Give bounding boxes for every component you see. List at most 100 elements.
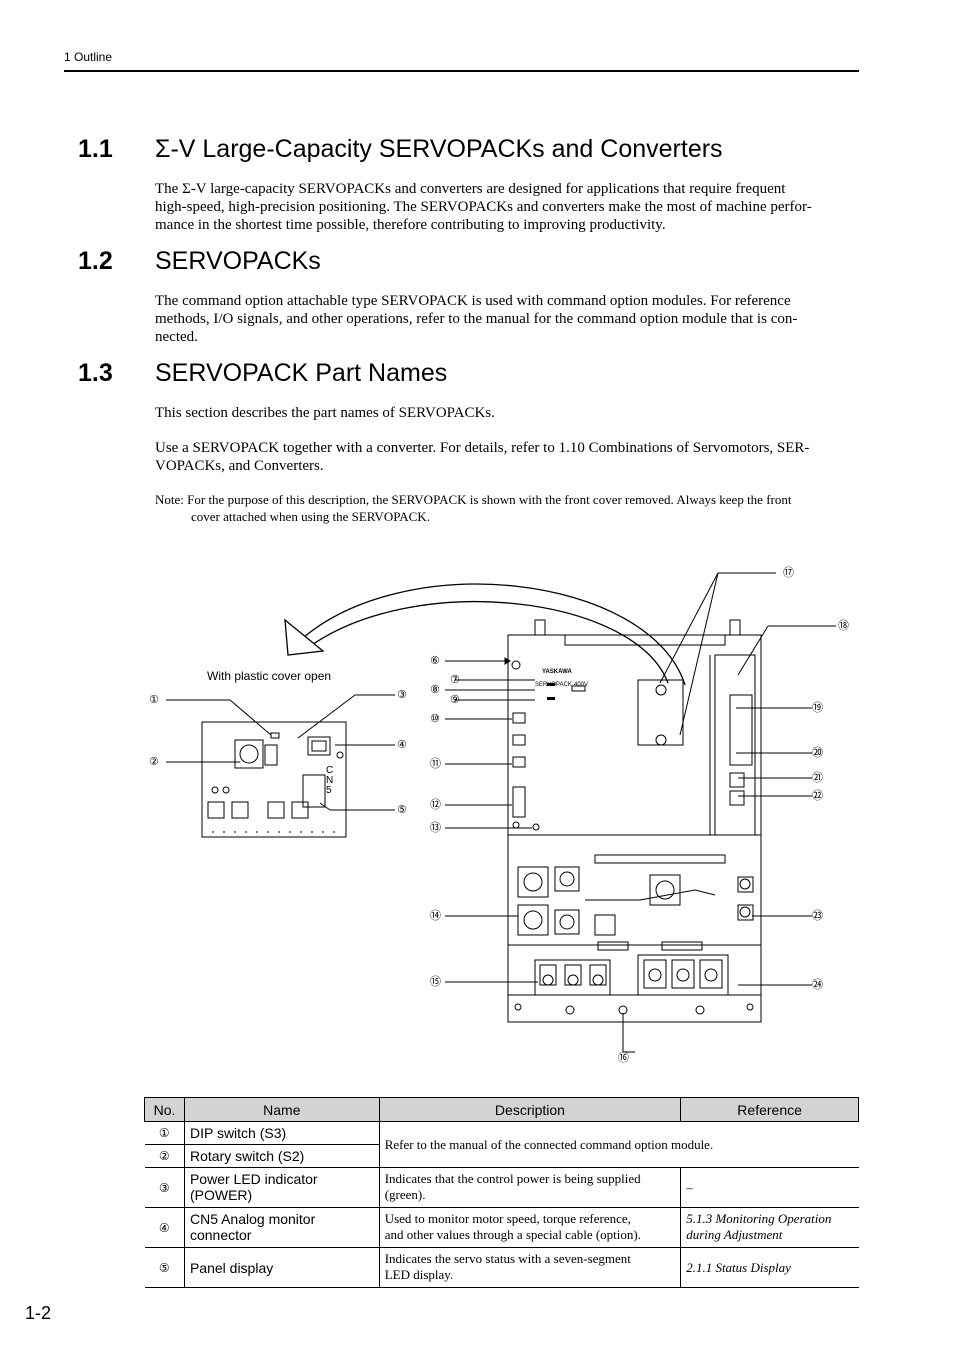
- curved-arrow: [294, 583, 686, 686]
- running-header: 1 Outline: [64, 50, 113, 64]
- reference-link[interactable]: 5.1.3 Monitoring Operation: [686, 1211, 832, 1226]
- cell-line: and other values through a special cable…: [384, 1227, 641, 1242]
- cell-no: ⑤: [144, 1247, 185, 1288]
- callout-8: ⑧: [430, 683, 440, 696]
- cell-line: (green).: [384, 1187, 426, 1202]
- callout-12: ⑫: [430, 798, 441, 811]
- callout-17: ⑰: [783, 566, 794, 579]
- callout-22: ㉒: [812, 789, 823, 802]
- cover-panel: [201, 721, 347, 838]
- servopack-drawing: YASKAWA SERVOPACK 400V: [166, 572, 836, 1053]
- cell-line: Power LED indicator: [189, 1171, 318, 1187]
- callout-4: ④: [397, 738, 407, 751]
- section-number: 1.3: [78, 359, 113, 387]
- paragraph-line: This section describes the part names of…: [155, 405, 495, 421]
- col-header-description: Description: [378, 1097, 682, 1122]
- cell-line: Indicates that the control power is bein…: [384, 1171, 641, 1186]
- cell-reference: –: [680, 1167, 859, 1208]
- table-row: ⑤ Panel display Indicates the servo stat…: [144, 1247, 859, 1288]
- callout-23: ㉓: [812, 909, 823, 922]
- servopack-body: [507, 634, 762, 1023]
- paragraph: The Σ-V large-capacity SERVOPACKs and co…: [155, 180, 812, 234]
- cell-name: CN5 Analog monitor connector: [183, 1207, 380, 1248]
- cell-line: connector: [189, 1227, 252, 1243]
- cell-line: Indicates the servo status with a seven-…: [384, 1251, 631, 1266]
- callout-15: ⑮: [430, 975, 441, 988]
- callout-16: ⑯: [618, 1051, 629, 1064]
- callout-14: ⑭: [430, 909, 441, 922]
- paragraph: This section describes the part names of…: [155, 404, 495, 422]
- table-row: ③ Power LED indicator (POWER) Indicates …: [144, 1167, 859, 1208]
- cn5-letter: 5: [326, 785, 332, 796]
- cn5-letter: N: [326, 775, 334, 786]
- paragraph-line: The Σ-V large-capacity SERVOPACKs and co…: [155, 181, 786, 197]
- model-label: SERVOPACK: [535, 682, 572, 688]
- section-number: 1.2: [78, 247, 113, 275]
- cell-name: Panel display: [183, 1247, 380, 1288]
- callout-3: ③: [397, 688, 407, 701]
- curved-arrow-inner: [304, 601, 669, 684]
- callout-11: ⑪: [430, 757, 441, 770]
- cell-name: Rotary switch (S2): [183, 1144, 380, 1168]
- callout-13: ⑬: [430, 821, 441, 834]
- note-line: Note: For the purpose of this descriptio…: [155, 492, 792, 507]
- reference-link[interactable]: 2.1.1 Status Display: [680, 1247, 859, 1288]
- paragraph-line: Use a SERVOPACK together with a converte…: [155, 440, 810, 456]
- cell-line: LED display.: [384, 1267, 454, 1282]
- col-header-no: No.: [144, 1097, 185, 1122]
- cell-name: Power LED indicator (POWER): [183, 1167, 380, 1208]
- col-header-name: Name: [183, 1097, 380, 1122]
- section-title: SERVOPACKs: [155, 247, 321, 275]
- cn5-letter: C: [326, 765, 334, 776]
- callout-7: ⑦: [450, 673, 460, 686]
- note: Note: For the purpose of this descriptio…: [155, 491, 791, 525]
- header-rule: [64, 70, 859, 72]
- paragraph-line: The command option attachable type SERVO…: [155, 293, 791, 309]
- brand-label: YASKAWA: [542, 669, 572, 675]
- plastic-cover-label: With plastic cover open: [207, 669, 332, 683]
- cell-line: Used to monitor motor speed, torque refe…: [384, 1211, 631, 1226]
- col-header-reference: Reference: [680, 1097, 859, 1122]
- table-header-row: No. Name Description Reference: [144, 1097, 859, 1122]
- note-line: cover attached when using the SERVOPACK.: [191, 509, 430, 524]
- section-title: SERVOPACK Part Names: [155, 359, 448, 387]
- callout-6: ⑥: [430, 654, 440, 667]
- reference-link[interactable]: during Adjustment: [686, 1227, 783, 1242]
- cell-name: DIP switch (S3): [183, 1121, 380, 1145]
- cell-reference: 5.1.3 Monitoring Operation during Adjust…: [680, 1207, 859, 1248]
- table-row: ④ CN5 Analog monitor connector Used to m…: [144, 1207, 859, 1248]
- cell-description: Used to monitor motor speed, torque refe…: [378, 1207, 681, 1248]
- paragraph: Use a SERVOPACK together with a converte…: [155, 439, 809, 475]
- callout-10: ⑩: [430, 712, 440, 725]
- paragraph-line: nected.: [155, 329, 198, 345]
- callout-19: ⑲: [812, 701, 823, 714]
- callout-24: ㉔: [812, 978, 823, 991]
- cell-line: CN5 Analog monitor: [189, 1211, 316, 1227]
- cell-description: Indicates that the control power is bein…: [378, 1167, 681, 1208]
- callout-1: ①: [149, 693, 159, 706]
- paragraph: The command option attachable type SERVO…: [155, 292, 797, 346]
- cell-no: ①: [144, 1121, 185, 1145]
- cell-no: ②: [144, 1144, 185, 1168]
- table-row: ② Rotary switch (S2): [144, 1144, 859, 1168]
- parts-table: No. Name Description Reference ① DIP swi…: [144, 1097, 859, 1288]
- callout-18: ⑱: [838, 619, 849, 632]
- section-title: Σ-V Large-Capacity SERVOPACKs and Conver…: [155, 135, 723, 163]
- servopack-figure: YASKAWA SERVOPACK 400V With plastic cove…: [140, 555, 860, 1075]
- callout-21: ㉑: [812, 771, 823, 784]
- section-number: 1.1: [78, 135, 113, 163]
- callout-5: ⑤: [397, 803, 407, 816]
- cell-description: Refer to the manual of the connected com…: [378, 1121, 859, 1168]
- callout-20: ⑳: [812, 746, 823, 759]
- cell-no: ③: [144, 1167, 185, 1208]
- paragraph-line: VOPACKs, and Converters.: [155, 458, 324, 474]
- table-row: ① DIP switch (S3) Refer to the manual of…: [144, 1121, 859, 1168]
- voltage-label: 400V: [574, 682, 588, 688]
- callout-2: ②: [149, 755, 159, 768]
- paragraph-line: mance in the shortest time possible, the…: [155, 217, 666, 233]
- paragraph-line: methods, I/O signals, and other operatio…: [155, 311, 798, 327]
- paragraph-line: high-speed, high-precision positioning. …: [155, 199, 812, 215]
- arrowhead: [284, 618, 325, 656]
- callout-9: ⑨: [450, 693, 460, 706]
- cell-description: Indicates the servo status with a seven-…: [378, 1247, 681, 1288]
